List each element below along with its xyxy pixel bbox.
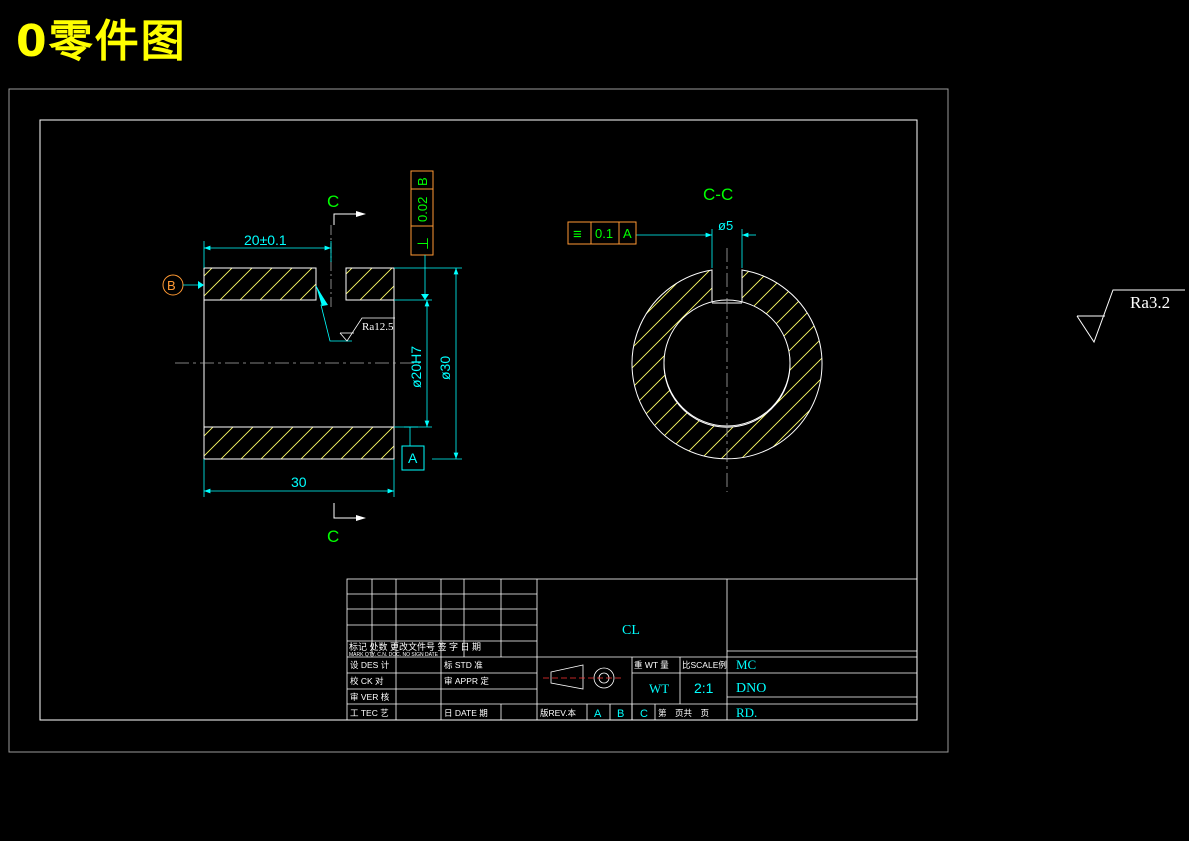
tb-code-2: DNO	[736, 681, 766, 696]
projection-symbol	[543, 664, 622, 690]
upper-wall-right	[345, 267, 395, 301]
tb-rev-c: C	[640, 708, 648, 720]
section-view: C-C ø5 ≡ 0.1 A	[567, 185, 823, 492]
section-label-bottom: C	[327, 527, 339, 546]
dim-length-bottom: 30	[291, 474, 307, 490]
tb-check: 校 CK 对	[350, 676, 384, 686]
datum-a-box	[401, 445, 425, 471]
page-title: 0零件图	[16, 16, 187, 67]
tb-scale-label: 比SCALE例	[682, 660, 727, 670]
section-label-top: C	[327, 192, 339, 211]
roughness-front: Ra12.5	[362, 321, 394, 333]
tb-standard: 标 STD 准	[444, 660, 483, 670]
datum-b: B	[167, 278, 176, 293]
tb-date: 日 DATE 期	[444, 708, 488, 718]
tb-header-row: 标记 处数 更改文件号 签 字 日 期	[349, 641, 481, 652]
tb-rev-b: B	[617, 708, 624, 720]
tb-sheet-label: 第 页共 页	[658, 708, 709, 718]
tb-code-3: RD.	[736, 705, 757, 720]
upper-wall-left	[203, 267, 317, 301]
general-roughness: Ra3.2	[1076, 289, 1185, 344]
tb-header-row-en: MARK QTY. C.N. DOC. NO SIGN DATE	[349, 652, 439, 658]
title-block	[346, 578, 918, 721]
sym-symbol: ≡	[573, 226, 582, 243]
tb-review: 审 VER 核	[350, 692, 390, 702]
section-ring	[631, 269, 823, 460]
dim-slot: ø5	[718, 218, 733, 233]
sym-tol: 0.1	[595, 226, 613, 241]
perp-ref: B	[415, 177, 430, 186]
sheet-outer-border	[8, 88, 949, 753]
tb-code-1: MC	[736, 657, 756, 672]
tb-scale-value: 2:1	[694, 680, 714, 696]
symmetry-frame: ≡ 0.1 A	[567, 221, 637, 245]
sym-ref: A	[623, 226, 632, 241]
perp-symbol: ⊥	[415, 237, 432, 250]
perp-tol: 0.02	[415, 197, 430, 222]
tb-rev-a: A	[594, 708, 602, 720]
tb-weight-value: WT	[649, 681, 669, 696]
front-view: C C 20±0.1 30 ø20H7 ø30 B A	[162, 170, 462, 546]
dim-bore: ø20H7	[408, 346, 424, 388]
dim-length-top: 20±0.1	[244, 232, 287, 248]
datum-a: A	[408, 450, 418, 466]
tb-rev-label: 版REV.本	[540, 708, 577, 718]
tb-process: 工 TEC 艺	[350, 708, 389, 718]
tb-weight-label: 重 WT 量	[634, 660, 669, 670]
perpendicularity-frame: B 0.02 ⊥	[410, 170, 434, 256]
tb-design: 设 DES 计	[350, 660, 390, 670]
section-title: C-C	[703, 185, 733, 204]
lower-wall	[203, 426, 395, 460]
dim-outer: ø30	[437, 356, 453, 380]
tb-material: CL	[622, 623, 640, 638]
general-roughness-text: Ra3.2	[1130, 293, 1170, 312]
tb-approve: 审 APPR 定	[444, 676, 489, 686]
